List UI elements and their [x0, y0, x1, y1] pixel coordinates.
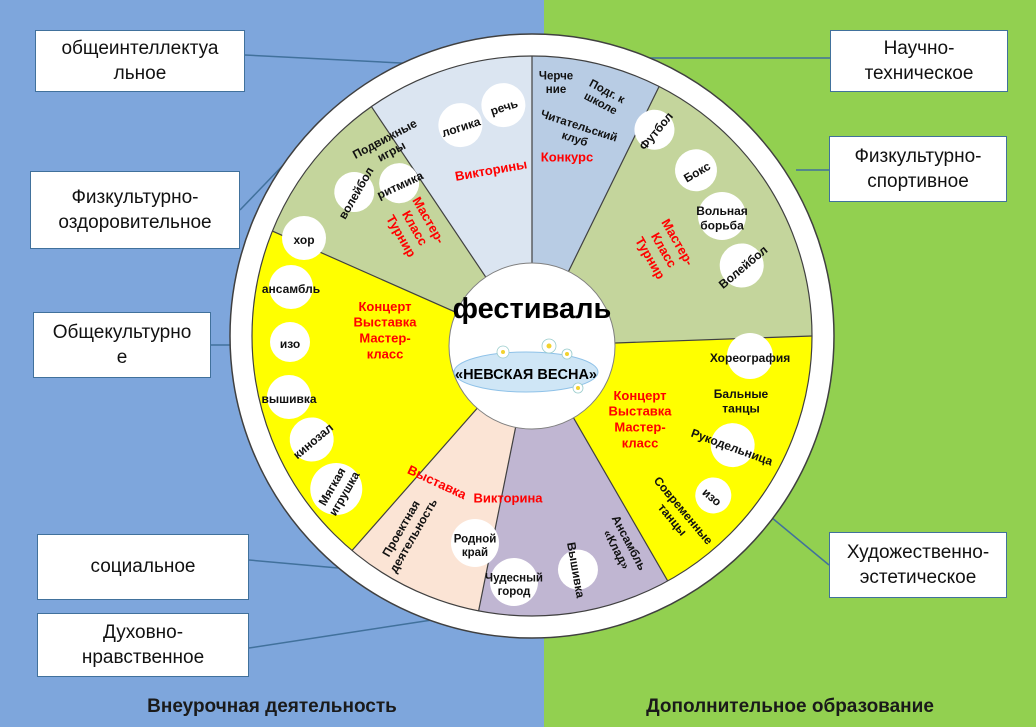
- activity-bubble: [490, 558, 538, 606]
- activity-bubble: [269, 265, 313, 309]
- activity-bubble: [557, 549, 598, 590]
- activity-label: город: [498, 586, 532, 598]
- category-tech: Научно- техническое: [830, 30, 1008, 92]
- event-label: Мастер-: [359, 330, 410, 345]
- activity-bubble: [710, 423, 755, 468]
- activity-item: речь: [481, 83, 526, 128]
- activity-item: Бокс: [675, 149, 717, 192]
- activity-item: Хореография: [710, 333, 790, 379]
- category-intellectual: общеинтеллектуа льное: [35, 30, 245, 92]
- event-label: Выставка: [608, 404, 672, 419]
- activity-item: Родной край: [451, 519, 499, 567]
- event-label: Мастер-: [614, 419, 665, 434]
- activity-bubble: [334, 172, 375, 212]
- activity-label: танцы: [722, 401, 759, 415]
- category-moral: Духовно- нравственное: [37, 613, 249, 677]
- activity-bubble: [727, 333, 773, 379]
- activity-bubble: [675, 149, 717, 192]
- activity-bubble: [270, 322, 310, 362]
- category-art: Художественно- эстетическое: [829, 532, 1007, 598]
- center-logo-text: «НЕВСКАЯ ВЕСНА»: [455, 367, 597, 383]
- activity-item: Чудесный город: [485, 558, 543, 606]
- activity-item: Черче ние: [539, 70, 573, 96]
- category-sport: Физкультурно- спортивное: [829, 136, 1007, 202]
- activity-item: вышивка: [261, 375, 317, 419]
- activity-item: ансамбль: [262, 265, 320, 309]
- activity-label: Черче: [539, 70, 573, 82]
- event-label: Концерт: [358, 299, 411, 314]
- activity-item: ритмика: [375, 163, 426, 204]
- activity-bubble: [698, 192, 746, 240]
- connector-line: [248, 617, 446, 649]
- category-health: Физкультурно- оздоровительное: [30, 171, 240, 249]
- activity-bubble: [451, 519, 499, 567]
- event-label: класс: [367, 346, 404, 361]
- event-label: класс: [622, 435, 659, 450]
- sector-yellow_right: [532, 336, 812, 581]
- connector-line: [244, 54, 421, 65]
- activity-bubble: [695, 477, 732, 514]
- activity-bubble: [379, 163, 420, 204]
- activity-bubble: [267, 375, 311, 419]
- activity-bubble: [481, 83, 526, 128]
- activity-item: изо: [270, 322, 310, 362]
- event-label: Викторина: [473, 491, 543, 506]
- activity-bubble: [282, 216, 326, 260]
- activity-label: край: [462, 547, 488, 559]
- event-label: Концерт: [613, 388, 666, 403]
- flower-decoration: [496, 338, 584, 394]
- center-title: фестиваль: [453, 293, 612, 325]
- activity-label: ние: [546, 84, 566, 96]
- event-label: Выставка: [353, 315, 417, 330]
- footer-right-label: Дополнительное образование: [646, 696, 934, 717]
- activity-label: Вольная: [696, 204, 748, 218]
- activity-label: ансамбль: [262, 282, 320, 296]
- activity-label: Родной: [454, 533, 497, 545]
- event-label: Конкурс: [541, 150, 593, 165]
- activity-label: хор: [293, 233, 314, 247]
- activity-item: изо: [695, 477, 732, 514]
- activity-label: изо: [280, 337, 300, 351]
- activity-item: хор: [282, 216, 326, 260]
- footer-left-label: Внеурочная деятельность: [147, 696, 397, 717]
- hub-circle: [448, 262, 616, 430]
- category-social: социальное: [37, 534, 249, 600]
- activity-bubble: [634, 109, 675, 150]
- activity-bubble: [310, 463, 363, 515]
- logo-cloud: [453, 351, 599, 393]
- event-labels: Викторина: [473, 491, 543, 506]
- connector-line: [248, 559, 339, 569]
- sector-olive_left: [272, 106, 532, 346]
- activity-bubble: [438, 103, 483, 148]
- activity-label: Хореография: [710, 351, 790, 365]
- activity-label: борьба: [700, 218, 744, 232]
- activity-label: Чудесный: [485, 572, 543, 584]
- activity-item: Вышивка: [557, 541, 598, 599]
- activity-item: логика: [438, 103, 483, 148]
- activity-label: вышивка: [261, 392, 316, 406]
- activity-bubble: [719, 243, 764, 288]
- activity-bubble: [289, 417, 334, 462]
- category-cultural: Общекультурно е: [33, 312, 211, 378]
- center-hub: фестиваль «НЕВСКАЯ ВЕСНА»: [448, 262, 616, 430]
- event-labels: Конкурс: [541, 150, 593, 165]
- activity-label: Бальные: [714, 387, 769, 401]
